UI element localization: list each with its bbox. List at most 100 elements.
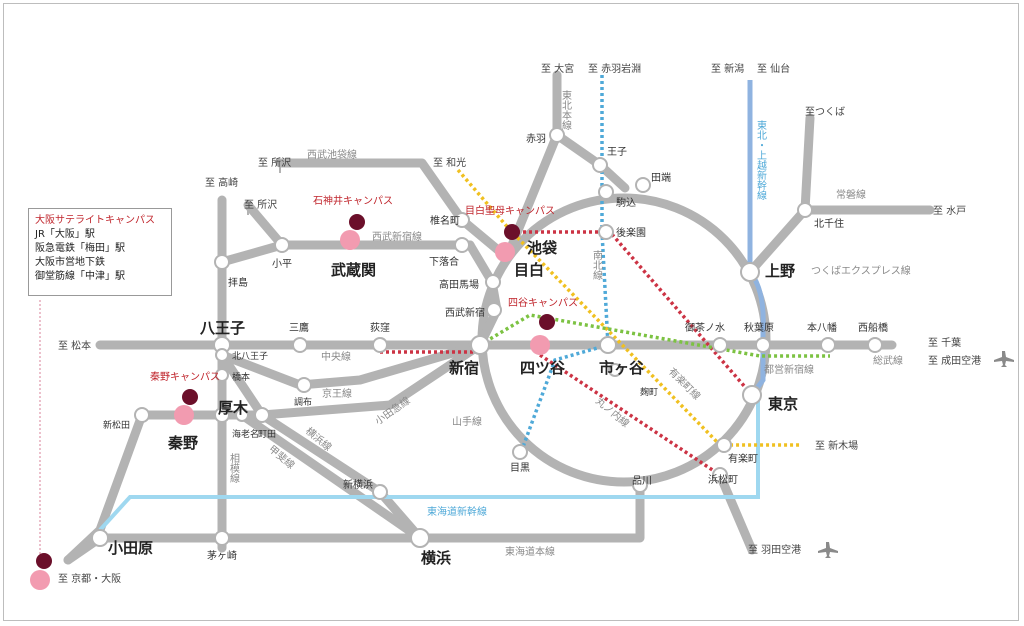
station-shimoochiai: 下落合 — [429, 255, 459, 268]
station-ebina: 海老名 — [232, 428, 259, 440]
line-label-yamanote: 山手線 — [452, 415, 482, 428]
direction-tsukuba: 至つくば — [805, 106, 845, 118]
tokaido-shinkansen — [98, 395, 760, 532]
line-label-tohoku-main: 東北本線 — [560, 89, 572, 130]
line-label-tokaido-shinkansen: 東海道新幹線 — [427, 505, 487, 518]
direction-akabane-iwabuchi: 至 赤羽岩淵 — [588, 62, 641, 75]
osaka-box-line: JR「大阪」駅 — [35, 229, 95, 240]
station-haijima: 拝島 — [228, 276, 248, 289]
station-akabane: 赤羽 — [526, 133, 546, 145]
station-shinyokohama: 新横浜 — [343, 478, 373, 491]
line-label-nanboku: 南北線 — [591, 249, 603, 280]
station-tabata: 田端 — [651, 171, 671, 184]
station-mejiro: 目白 — [514, 261, 544, 279]
line-label-yurakucho: 有楽町線 — [666, 365, 703, 402]
direction-mito: 至 水戸 — [933, 205, 966, 217]
direction-matsumoto: 至 松本 — [58, 339, 91, 352]
line-label-seibu-shinjuku: 西武新宿線 — [372, 230, 422, 243]
line-label-tohoku-joetsu: 東北・上越新幹線 — [755, 119, 767, 200]
station-tokyo: 東京 — [768, 395, 798, 413]
osaka-satellite-box: 大阪サテライトキャンパス JR「大阪」駅 阪急電鉄「梅田」駅 大阪市営地下鉄 御… — [28, 208, 172, 296]
direction-kyoto-osaka: 至 京都・大阪 — [58, 572, 121, 585]
station-ogikubo: 荻窪 — [370, 321, 390, 334]
osaka-box-line: 御堂筋線「中津」駅 — [35, 271, 125, 282]
campus-pin — [349, 214, 365, 230]
map-border — [3, 3, 1019, 621]
station-meguro: 目黒 — [510, 462, 530, 474]
station-markers — [91, 127, 883, 548]
station-chigasaki: 茅ヶ崎 — [207, 549, 237, 562]
station-oji: 王子 — [607, 146, 627, 158]
campus-circle — [340, 230, 360, 250]
station-shinagawa: 品川 — [632, 475, 652, 487]
line-label-seibu-ikebukuro: 西武池袋線 — [307, 148, 357, 161]
direction-takasaki: 至 高崎 — [205, 176, 238, 189]
direction-wako: 至 和光 — [433, 156, 466, 169]
station-shiinamachi: 椎名町 — [430, 214, 460, 227]
line-label-sobu: 総武線 — [873, 354, 903, 367]
line-label-chuo: 中央線 — [321, 350, 351, 363]
station-akihabara: 秋葉原 — [744, 321, 774, 334]
airplane-icon — [818, 542, 838, 558]
station-ochanomizu: 御茶ノ水 — [685, 321, 725, 334]
rail-lines — [63, 70, 935, 565]
station-mitaka: 三鷹 — [289, 321, 309, 334]
yokohama-line — [217, 350, 425, 543]
line-label-keio: 京王線 — [322, 387, 352, 400]
monorail-line — [715, 470, 757, 555]
station-motoyawata: 本八幡 — [807, 321, 837, 334]
campus-label-hadano: 秦野キャンパス — [150, 370, 220, 383]
direction-omiya: 至 大宮 — [541, 62, 574, 75]
station-nishifunabashi: 西船橋 — [858, 321, 888, 334]
station-shinjuku: 新宿 — [449, 359, 479, 377]
yurakucho-line-dotted — [456, 168, 800, 447]
line-label-tsukuba-express: つくばエクスプレス線 — [811, 264, 911, 277]
marunouchi-south — [539, 353, 721, 477]
station-musashiseki: 武蔵関 — [331, 261, 376, 279]
direction-tokorozawa-2: 至 所沢 — [244, 198, 277, 211]
station-yokohama: 横浜 — [421, 549, 451, 567]
toei-shinjuku-line — [479, 313, 830, 358]
tohoku-line — [552, 70, 630, 193]
direction-shinkiba: 至 新木場 — [815, 439, 858, 452]
station-kitahachioji: 北八王子 — [232, 351, 268, 362]
airplane-icon — [994, 351, 1014, 367]
station-kitasenju: 北千住 — [814, 217, 844, 230]
direction-tokorozawa-1: 至 所沢 — [258, 156, 291, 169]
station-seibushinjuku: 西武新宿 — [445, 306, 485, 319]
direction-niigata: 至 新潟 — [711, 62, 744, 75]
direction-sendai: 至 仙台 — [757, 62, 790, 75]
station-yotsuya: 四ツ谷 — [520, 359, 566, 377]
station-yurakucho: 有楽町 — [728, 452, 758, 465]
direction-haneda: 至 羽田空港 — [748, 543, 801, 556]
to-tsukuba-line — [800, 113, 815, 215]
station-hashimoto: 橋本 — [232, 371, 250, 383]
seibu-ikebukuro-line — [275, 158, 503, 255]
line-label-tokaido-main: 東海道本線 — [505, 545, 555, 558]
station-ikebukuro: 池袋 — [527, 239, 558, 257]
station-shinmatsuda: 新松田 — [103, 419, 130, 431]
station-chofu: 調布 — [294, 396, 312, 408]
campus-label-yotsuya: 四谷キャンパス — [508, 297, 578, 309]
osaka-box-line: 大阪市営地下鉄 — [35, 257, 105, 268]
station-hadano: 秦野 — [167, 434, 198, 452]
campus-markers — [30, 214, 555, 590]
station-kodaira: 小平 — [272, 258, 292, 270]
station-machida: 町田 — [258, 429, 276, 440]
station-ueno: 上野 — [765, 262, 795, 280]
station-hamamatsucho: 浜松町 — [708, 473, 738, 486]
station-ichigaya: 市ヶ谷 — [599, 359, 645, 377]
campus-label-mejiro: 目白聖母キャンパス — [465, 204, 555, 217]
station-odawara: 小田原 — [108, 539, 153, 557]
line-label-toei-shinjuku: 都営新宿線 — [764, 363, 814, 376]
line-label-joban: 常磐線 — [836, 188, 866, 201]
line-label-sagami: 相模線 — [228, 452, 240, 483]
station-hachioji: 八王子 — [199, 319, 245, 337]
station-korakuen: 後楽園 — [616, 226, 646, 239]
station-kojimachi: 麹町 — [640, 386, 658, 398]
keio-line — [217, 340, 485, 390]
campus-label-ishigamii: 石神井キャンパス — [313, 194, 393, 207]
osaka-box-title: 大阪サテライトキャンパス — [35, 215, 155, 226]
